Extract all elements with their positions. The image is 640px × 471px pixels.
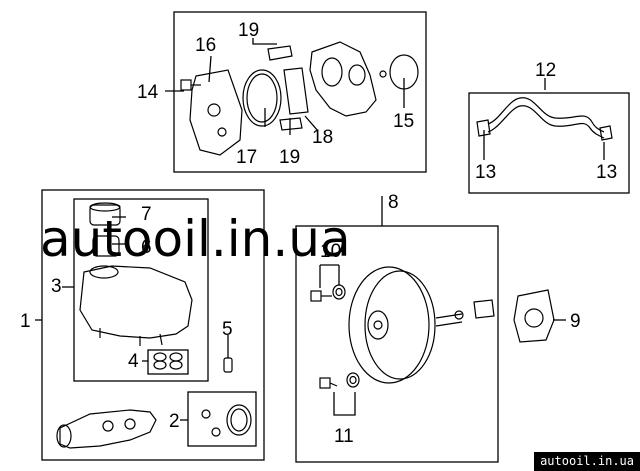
footer-watermark: autooil.in.ua xyxy=(534,452,640,471)
gasket-icon xyxy=(513,289,555,343)
brake-booster-boss-icon xyxy=(367,310,389,340)
brake-booster-rear-icon xyxy=(364,270,436,380)
seal-kit-parts-icon xyxy=(201,404,252,437)
callout-7: 7 xyxy=(141,204,152,225)
frame-seal-kit xyxy=(187,391,257,447)
callout-17: 17 xyxy=(236,147,257,168)
hose-clamp-right-icon xyxy=(599,125,613,141)
brake-booster-icon xyxy=(348,266,430,384)
pin-icon xyxy=(223,357,233,373)
gasket-hole-icon xyxy=(524,308,544,328)
pump-housing-bore-icon xyxy=(321,57,343,87)
clip-upper-icon xyxy=(267,45,293,61)
callout-18: 18 xyxy=(312,127,333,148)
callout-16: 16 xyxy=(195,35,216,56)
clip-lower-icon xyxy=(279,117,303,131)
watermark-text: autooil.in.ua xyxy=(40,210,351,268)
bracket-icon xyxy=(473,299,495,319)
callout-2: 2 xyxy=(169,411,180,432)
callout-15: 15 xyxy=(393,111,414,132)
frame-vacuum-hose xyxy=(468,92,630,194)
pump-housing-port-icon xyxy=(348,64,366,86)
frame-grommets xyxy=(147,349,189,375)
reservoir-icon xyxy=(79,265,193,339)
o-ring-large-icon xyxy=(242,69,282,127)
callout-8: 8 xyxy=(388,192,399,213)
pump-housing-icon xyxy=(309,41,377,117)
callout-12: 12 xyxy=(535,60,556,81)
reservoir-nozzle-icon xyxy=(99,328,163,346)
reservoir-cap-top-icon xyxy=(89,202,121,212)
nut-lower-icon xyxy=(346,372,360,388)
brake-booster-rod-icon xyxy=(435,313,463,327)
vane-block-icon xyxy=(283,67,309,115)
master-cylinder-end-icon xyxy=(56,424,72,448)
callout-10: 10 xyxy=(320,241,341,262)
brake-booster-center-icon xyxy=(373,320,383,330)
callout-1: 1 xyxy=(20,311,31,332)
grommet-icon xyxy=(153,352,167,370)
vacuum-hose-edge-icon xyxy=(487,105,605,139)
vacuum-hose-icon xyxy=(487,97,605,133)
bolt-icon xyxy=(180,79,201,91)
callout-4: 4 xyxy=(128,351,139,372)
frame-reservoir xyxy=(73,198,209,382)
o-ring-small-icon xyxy=(389,54,419,90)
master-cylinder-port-icon xyxy=(102,420,114,432)
callout-9: 9 xyxy=(570,311,581,332)
reservoir-cap-icon xyxy=(89,204,121,226)
reservoir-strainer-icon xyxy=(92,235,120,257)
frame-vacuum-pump xyxy=(173,11,427,173)
pump-cover-icon xyxy=(189,69,243,156)
frame-master-cylinder xyxy=(41,189,265,461)
reservoir-neck-icon xyxy=(89,265,119,279)
callout-19-upper: 19 xyxy=(238,20,259,41)
grommet-icon xyxy=(169,352,183,370)
callout-13-right: 13 xyxy=(596,162,617,183)
callout-19-lower: 19 xyxy=(279,147,300,168)
frame-booster xyxy=(295,225,499,463)
hose-clamp-left-icon xyxy=(476,119,491,137)
washer-icon xyxy=(454,310,464,320)
callout-5: 5 xyxy=(222,319,233,340)
callout-3: 3 xyxy=(51,276,62,297)
callout-14: 14 xyxy=(137,82,159,103)
pump-cover-hole-icon xyxy=(207,103,221,117)
callout-13-left: 13 xyxy=(475,162,496,183)
o-ring-large-inner-icon xyxy=(246,73,278,123)
pump-cover-hole-icon xyxy=(217,127,227,137)
master-cylinder-icon xyxy=(59,409,157,449)
stud-lower-icon xyxy=(319,377,338,389)
callout-6: 6 xyxy=(141,237,152,258)
callout-11: 11 xyxy=(334,426,354,447)
master-cylinder-port-icon xyxy=(124,418,136,430)
small-seal-icon xyxy=(379,70,387,78)
stud-icon xyxy=(310,290,332,302)
nut-icon xyxy=(332,284,346,300)
